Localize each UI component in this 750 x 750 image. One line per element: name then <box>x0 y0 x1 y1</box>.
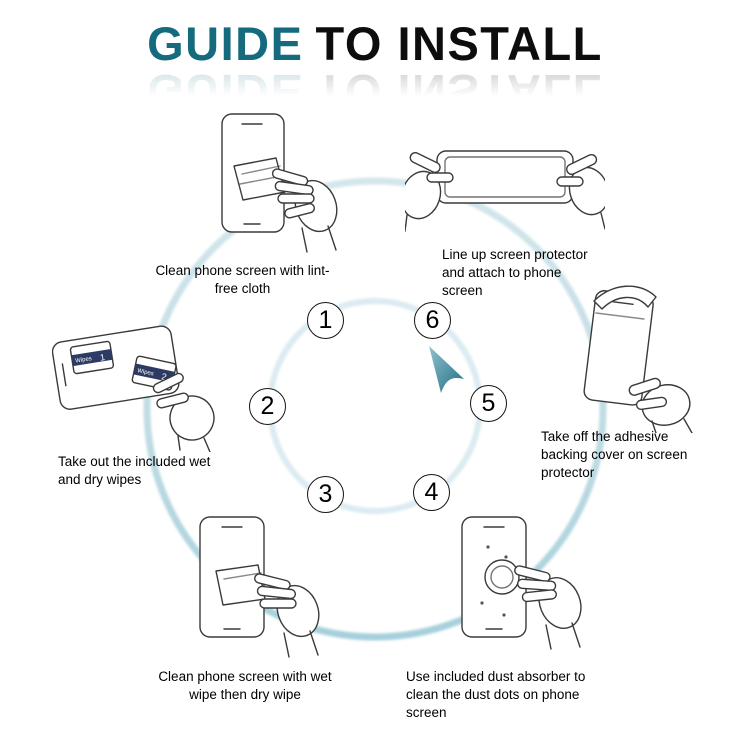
step-2-caption: Take out the included wet and dry wipes <box>58 454 211 487</box>
step-1-illustration <box>190 112 340 262</box>
step-3-number: 3 <box>307 476 344 513</box>
screen-protector-outline <box>436 150 574 204</box>
cloth-icon <box>215 564 266 606</box>
step-2-number: 2 <box>249 388 286 425</box>
step-6-caption: Line up screen protector and attach to p… <box>442 247 588 298</box>
step-5-caption: Take off the adhesive backing cover on s… <box>541 429 688 480</box>
hand-icon <box>254 573 320 658</box>
hand-icon <box>152 372 215 452</box>
wipe-packet-1: Wipes 1 <box>69 340 115 375</box>
svg-text:Wipes: Wipes <box>137 368 155 377</box>
inner-ring <box>267 298 483 514</box>
dust-dots <box>480 545 508 617</box>
step-6-number: 6 <box>414 302 451 339</box>
wipes-icon: Wipes 1 Wipes 2 <box>52 325 215 452</box>
left-hand-icon <box>405 151 454 232</box>
step-1-number: 1 <box>307 302 344 339</box>
step-4-caption: Use included dust absorber to clean the … <box>406 669 586 720</box>
step-3-illustration <box>172 515 332 665</box>
peel-backing-icon <box>583 285 693 433</box>
hand-icon <box>514 565 582 650</box>
right-hand-icon <box>556 153 605 230</box>
step-5-illustration <box>540 283 710 433</box>
step-4-illustration <box>432 515 592 665</box>
step-6-illustration <box>405 115 605 235</box>
step-1-caption: Clean phone screen with lint-free cloth <box>155 263 330 296</box>
cycle-arrow-icon <box>429 346 464 393</box>
title-rest: TO INSTALL <box>315 17 603 70</box>
title-accent: GUIDE <box>147 17 304 70</box>
attach-protector-icon <box>405 150 605 232</box>
step-4-number: 4 <box>413 474 450 511</box>
absorber-pad-icon <box>484 559 520 595</box>
svg-text:Wipes: Wipes <box>75 356 92 365</box>
wet-dry-wipe-icon <box>199 516 320 658</box>
backing-film-icon <box>593 285 657 320</box>
step-3-caption: Clean phone screen with wet wipe then dr… <box>158 669 332 702</box>
clean-cloth-icon <box>221 113 338 253</box>
hand-icon <box>628 377 693 433</box>
svg-text:2: 2 <box>161 371 168 382</box>
step-5-number: 5 <box>470 385 507 422</box>
svg-text:1: 1 <box>99 352 106 363</box>
dust-absorber-icon <box>461 516 582 650</box>
hand-icon <box>271 168 338 253</box>
step-2-illustration: Wipes 1 Wipes 2 <box>52 300 222 452</box>
